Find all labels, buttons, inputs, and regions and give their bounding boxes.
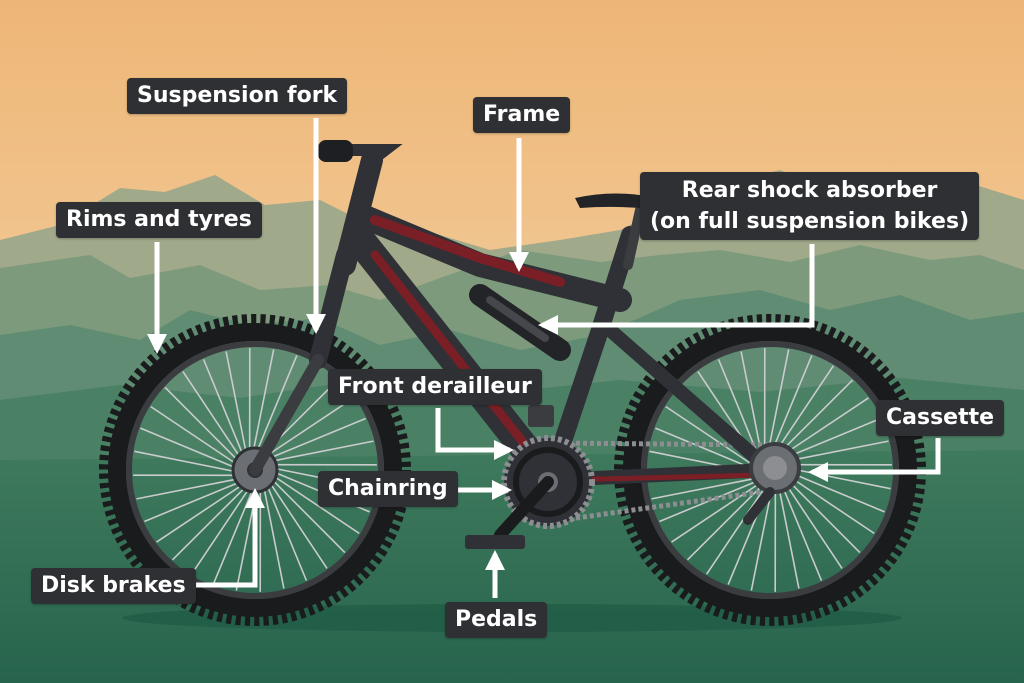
- spoke: [740, 351, 764, 459]
- spoke: [779, 479, 823, 581]
- spoke: [171, 482, 251, 561]
- spoke: [705, 483, 768, 575]
- callout-arrows: [147, 118, 941, 598]
- handlebar: [318, 140, 403, 166]
- spoke: [665, 405, 757, 468]
- spoke: [190, 483, 253, 575]
- spoke: [777, 397, 869, 460]
- spoke: [266, 440, 374, 464]
- spoke: [781, 440, 889, 464]
- label-front-derailleur: Front derailleur: [328, 369, 542, 405]
- pedal: [465, 535, 525, 549]
- spoke: [265, 477, 328, 569]
- spoke: [651, 476, 759, 500]
- spoke: [254, 355, 298, 457]
- spoke: [268, 472, 360, 535]
- spoke: [164, 386, 243, 466]
- rear-derailleur: [743, 487, 775, 525]
- label-chainring: Chainring: [318, 471, 458, 507]
- spoke: [264, 479, 308, 581]
- spoke: [251, 349, 275, 457]
- arrow-rear-shock: [538, 244, 815, 335]
- spoke: [772, 365, 835, 457]
- spoke: [671, 480, 763, 543]
- spoke: [779, 417, 881, 461]
- spoke: [262, 397, 354, 460]
- label-cassette: Cassette: [876, 400, 1005, 436]
- spoke: [766, 349, 790, 457]
- spoke: [261, 481, 285, 589]
- arrow-front-derailleur: [435, 408, 514, 460]
- spoke: [267, 474, 346, 554]
- spoke: [182, 371, 245, 463]
- spoke: [655, 427, 757, 471]
- spoke: [140, 427, 242, 471]
- label-rims-and-tyres: Rims and tyres: [56, 202, 262, 238]
- front-derailleur: [528, 405, 554, 427]
- spoke: [150, 405, 242, 468]
- spoke: [780, 477, 843, 569]
- spoke: [134, 450, 242, 474]
- spoke: [783, 466, 891, 490]
- spoke: [202, 359, 246, 461]
- label-disk-brakes: Disk brakes: [31, 568, 196, 604]
- crank-arm: [494, 476, 554, 541]
- spoke: [769, 355, 813, 457]
- spoke: [774, 379, 854, 458]
- suspension-fork: [249, 246, 354, 476]
- spoke: [144, 479, 246, 523]
- spoke: [782, 474, 861, 554]
- label-pedals: Pedals: [445, 602, 548, 638]
- arrow-cassette: [808, 438, 941, 482]
- label-frame: Frame: [473, 97, 571, 133]
- spoke: [264, 417, 366, 461]
- arrow-disk-brakes: [196, 488, 265, 588]
- spoke: [783, 469, 885, 513]
- label-suspension-fork: Suspension fork: [127, 78, 348, 114]
- spoke: [750, 483, 774, 591]
- label-rear-shock-absorber: Rear shock absorber (on full suspension …: [640, 172, 980, 240]
- rear-shock: [469, 284, 571, 361]
- cassette: [749, 442, 801, 494]
- spoke: [783, 472, 875, 535]
- spoke: [156, 480, 248, 543]
- spoke: [225, 351, 249, 459]
- spoke: [136, 476, 244, 500]
- spoke: [776, 481, 800, 589]
